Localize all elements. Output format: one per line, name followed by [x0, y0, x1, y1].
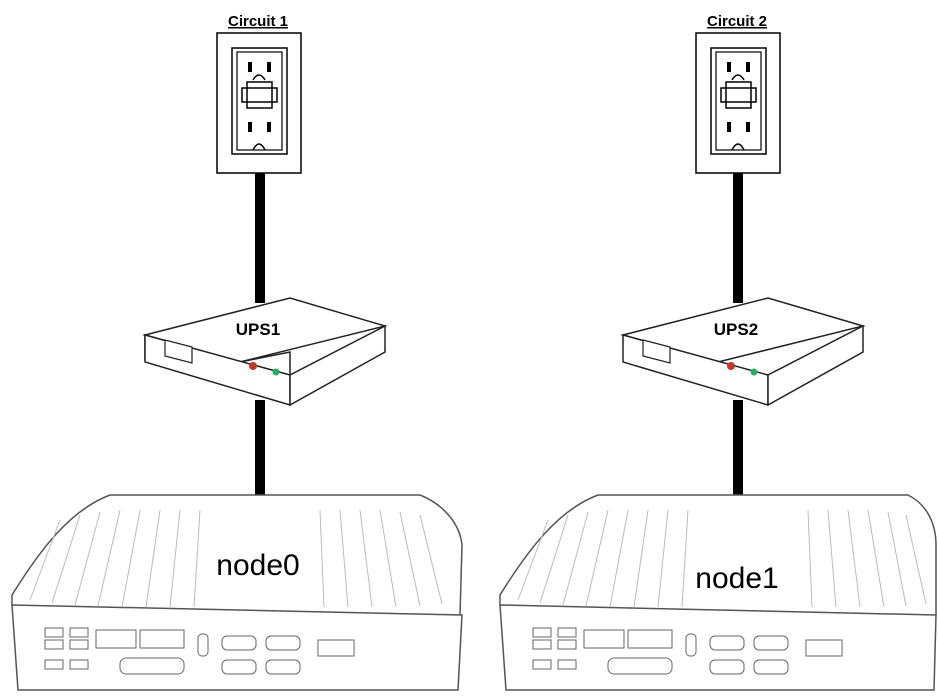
- circuit-1-label: Circuit 1: [228, 13, 288, 30]
- ups-2-led-red: [727, 362, 735, 370]
- ups-1-led-red: [249, 362, 257, 370]
- node1-label: node1: [695, 562, 778, 595]
- power-outlet-icon: [216, 32, 302, 174]
- ups-1-label: UPS1: [236, 320, 280, 339]
- ups-2-to-node1-cable: [733, 400, 743, 502]
- node0-device: node0: [11, 494, 463, 691]
- circuit-2-cable: [733, 173, 743, 303]
- circuit-1-cable: [255, 173, 265, 303]
- circuit-2-label: Circuit 2: [707, 13, 767, 30]
- power-outlet-icon: [695, 32, 781, 174]
- node1-device: node1: [499, 494, 937, 691]
- node0-label: node0: [216, 549, 299, 582]
- ups-1-device: UPS1: [142, 297, 388, 407]
- circuit-1-group: Circuit 1: [216, 13, 302, 174]
- ups-2-device: UPS2: [620, 297, 866, 407]
- ups-panel-icon: [642, 339, 671, 364]
- ups-2-label: UPS2: [714, 320, 758, 339]
- ups-1-led-green: [272, 368, 280, 376]
- circuit-2-group: Circuit 2: [695, 13, 781, 174]
- ups-1-to-node0-cable: [255, 400, 265, 502]
- ups-2-led-green: [750, 368, 758, 376]
- ups-panel-icon: [164, 339, 193, 364]
